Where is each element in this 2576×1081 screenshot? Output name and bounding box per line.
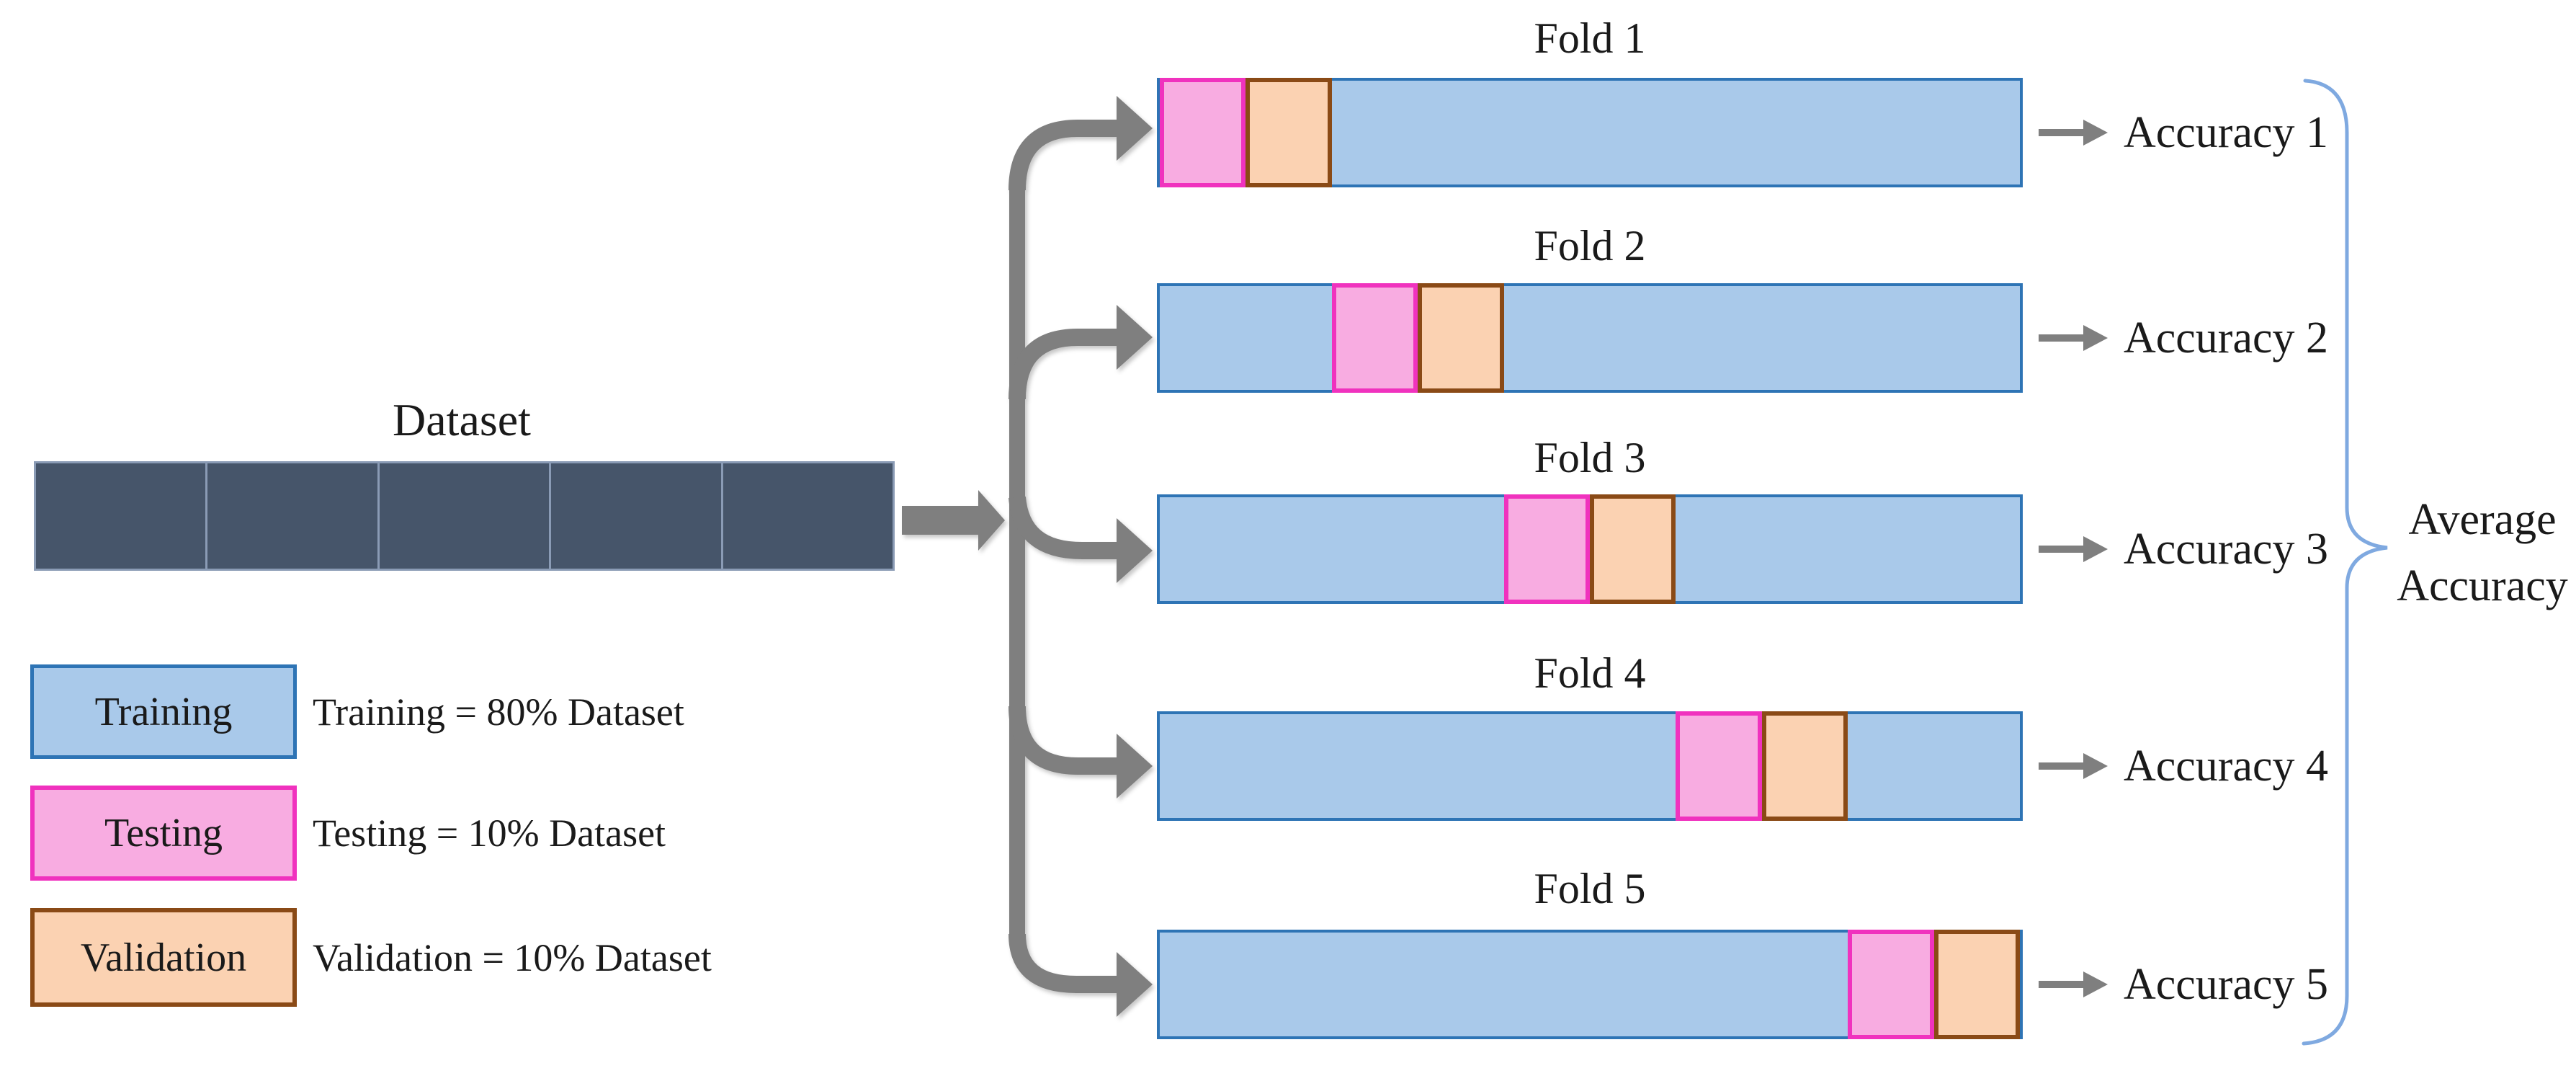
dataset-to-folds-arrow: [902, 490, 1005, 551]
testing-segment: [1848, 930, 1934, 1039]
validation-segment: [1418, 283, 1504, 393]
branch-arrowhead-fold-5: [1117, 952, 1153, 1017]
legend-description-testing: Testing = 10% Dataset: [313, 811, 666, 855]
fold-2-bar: [1157, 283, 2023, 393]
legend-box-testing: Testing: [30, 786, 297, 881]
fold-3-bar: [1157, 494, 2023, 604]
legend-description-training: Training = 80% Dataset: [313, 690, 684, 734]
dataset-segment: [723, 463, 893, 569]
average-accuracy-line-1: Average: [2408, 495, 2557, 544]
fold-4-label: Fold 4: [1534, 649, 1646, 697]
branch-arrowhead-fold-2: [1117, 305, 1153, 370]
testing-segment: [1331, 283, 1418, 393]
average-accuracy-line-2: Accuracy: [2397, 561, 2568, 610]
average-accuracy-label: Average Accuracy: [2390, 484, 2575, 621]
legend-box-training: Training: [30, 664, 297, 759]
accuracy-arrow-2: [2039, 325, 2108, 351]
dataset-bar: [34, 461, 895, 571]
legend-label-validation: Validation: [80, 935, 247, 980]
legend-label-testing: Testing: [104, 811, 223, 855]
fold-4-bar: [1157, 711, 2023, 821]
dataset-segment: [380, 463, 552, 569]
fold-1-label: Fold 1: [1534, 14, 1646, 62]
fold-1-bar: [1157, 78, 2023, 187]
fold-3-label: Fold 3: [1534, 433, 1646, 481]
validation-segment: [1933, 930, 2020, 1039]
dataset-segment: [207, 463, 380, 569]
accuracy-arrow-4: [2039, 753, 2108, 779]
validation-segment: [1761, 711, 1848, 821]
testing-segment: [1503, 494, 1590, 604]
legend-box-validation: Validation: [30, 908, 297, 1007]
accuracy-arrow-3: [2039, 536, 2108, 562]
fold-2-label: Fold 2: [1534, 221, 1646, 270]
fold-5-label: Fold 5: [1534, 864, 1646, 912]
fold-5-bar: [1157, 930, 2023, 1039]
accuracy-2-label: Accuracy 2: [2124, 313, 2328, 362]
accuracy-1-label: Accuracy 1: [2124, 107, 2328, 157]
accuracy-arrow-5: [2039, 971, 2108, 997]
branch-trunk: [1009, 96, 1153, 1017]
testing-segment: [1160, 78, 1246, 187]
accuracy-arrows: [2039, 120, 2108, 997]
grouping-brace: [2302, 79, 2388, 1046]
branch-arrowhead-fold-3: [1117, 518, 1153, 583]
dataset-segment: [36, 463, 208, 569]
branch-arrowhead-fold-1: [1117, 96, 1153, 161]
legend-description-validation: Validation = 10% Dataset: [313, 935, 712, 979]
accuracy-5-label: Accuracy 5: [2124, 959, 2328, 1009]
legend-label-training: Training: [94, 689, 233, 734]
validation-segment: [1245, 78, 1332, 187]
accuracy-4-label: Accuracy 4: [2124, 741, 2328, 791]
branch-arrowhead-fold-4: [1117, 734, 1153, 798]
dataset-title: Dataset: [393, 393, 531, 445]
accuracy-3-label: Accuracy 3: [2124, 524, 2328, 574]
testing-segment: [1676, 711, 1762, 821]
validation-segment: [1590, 494, 1676, 604]
dataset-segment: [551, 463, 723, 569]
accuracy-arrow-1: [2039, 120, 2108, 146]
